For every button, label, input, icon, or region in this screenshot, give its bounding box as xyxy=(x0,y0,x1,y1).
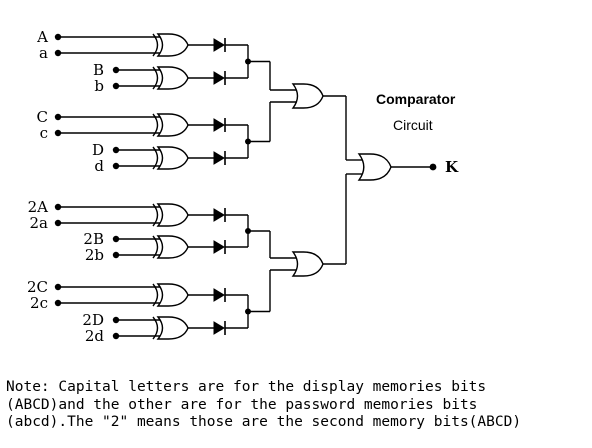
xor-gate-3-xor-curve xyxy=(152,146,159,170)
note-text: Note: Capital letters are for the displa… xyxy=(6,379,592,432)
or-gate-top xyxy=(291,83,324,109)
input-label-upper-7: 2D xyxy=(82,311,104,329)
input-label-upper-0: A xyxy=(36,28,48,46)
diode-0-triangle xyxy=(213,38,225,52)
xor-gate-5-xor-curve xyxy=(152,235,159,259)
diagram-subtitle: Circuit xyxy=(393,117,433,133)
note-line-2: (ABCD)and the other are for the password… xyxy=(6,396,478,413)
note-line-3: (abcd).The "2" means those are the secon… xyxy=(6,414,522,430)
diode-2-triangle xyxy=(213,118,225,132)
diode-6 xyxy=(213,288,226,302)
diode-2 xyxy=(213,118,226,132)
xor-gate-7 xyxy=(152,316,189,340)
note-line-1: Note: Capital letters are for the displa… xyxy=(6,379,487,395)
xor-gate-1 xyxy=(152,66,189,90)
input-label-lower-7: 2d xyxy=(85,327,105,345)
input-label-upper-6: 2C xyxy=(27,278,48,296)
xor-gate-2-body xyxy=(156,113,189,137)
xor-gate-4 xyxy=(152,203,189,227)
xor-gate-5-body xyxy=(156,235,189,259)
xor-gate-6-body xyxy=(156,283,189,307)
xor-gate-0 xyxy=(152,33,189,57)
or-gate-final-body xyxy=(357,153,392,181)
diode-3 xyxy=(213,151,226,165)
diode-7-triangle xyxy=(213,321,225,335)
diode-0 xyxy=(213,38,226,52)
diode-6-triangle xyxy=(213,288,225,302)
or-gate-final xyxy=(357,153,392,181)
xor-gate-4-body xyxy=(156,203,189,227)
diode-5-triangle xyxy=(213,240,225,254)
xor-gate-1-body xyxy=(156,66,189,90)
or-gate-bottom-body xyxy=(291,251,324,277)
input-label-lower-3: d xyxy=(94,157,104,175)
xor-gate-6 xyxy=(152,283,189,307)
input-label-lower-1: b xyxy=(94,77,104,95)
xor-gate-4-xor-curve xyxy=(152,203,159,227)
xor-gate-3-body xyxy=(156,146,189,170)
input-label-upper-1: B xyxy=(93,61,104,79)
input-label-upper-2: C xyxy=(37,108,48,126)
diode-4 xyxy=(213,208,226,222)
xor-gate-5 xyxy=(152,235,189,259)
input-label-upper-4: 2A xyxy=(28,198,49,216)
xor-gate-0-body xyxy=(156,33,189,57)
or-gate-top-body xyxy=(291,83,324,109)
xor-gate-2-xor-curve xyxy=(152,113,159,137)
xor-gate-6-xor-curve xyxy=(152,283,159,307)
or-gate-bottom xyxy=(291,251,324,277)
diagram-title: Comparator xyxy=(376,91,456,107)
xor-gate-2 xyxy=(152,113,189,137)
xor-gate-7-xor-curve xyxy=(152,316,159,340)
diode-7 xyxy=(213,321,226,335)
xor-gate-1-xor-curve xyxy=(152,66,159,90)
input-label-lower-5: 2b xyxy=(85,246,104,264)
input-label-lower-0: a xyxy=(39,44,48,62)
diode-3-triangle xyxy=(213,151,225,165)
diode-1-triangle xyxy=(213,71,225,85)
output-label: K xyxy=(445,158,459,176)
xor-gate-7-body xyxy=(156,316,189,340)
diode-1 xyxy=(213,71,226,85)
input-label-upper-3: D xyxy=(92,141,104,159)
input-label-lower-6: 2c xyxy=(30,294,48,312)
output-terminal xyxy=(429,163,437,171)
input-label-lower-2: c xyxy=(40,124,48,142)
input-label-upper-5: 2B xyxy=(83,230,104,248)
diode-4-triangle xyxy=(213,208,225,222)
xor-gate-0-xor-curve xyxy=(152,33,159,57)
diode-5 xyxy=(213,240,226,254)
input-label-lower-4: 2a xyxy=(30,214,49,232)
xor-gate-3 xyxy=(152,146,189,170)
